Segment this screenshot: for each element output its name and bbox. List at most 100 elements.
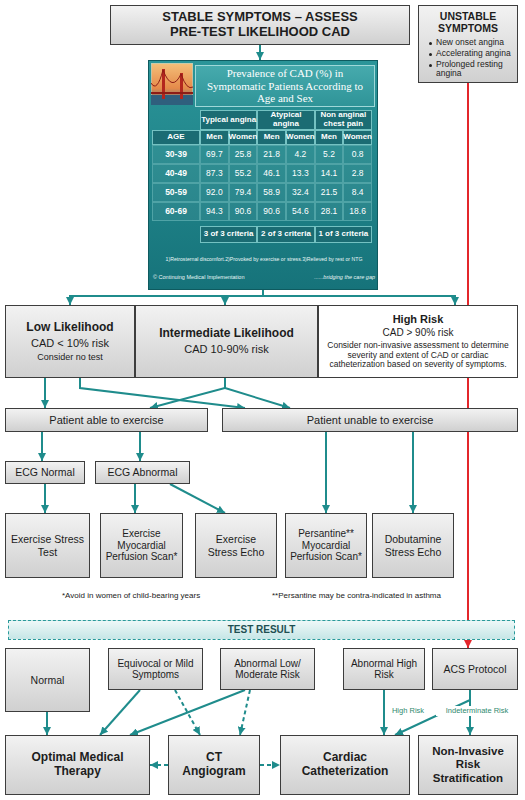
box-text: Exercise Stress Test: [10, 533, 85, 557]
header-box: STABLE SYMPTOMS – ASSESS PRE-TEST LIKELI…: [110, 5, 410, 45]
row-header: 50-59: [152, 183, 200, 202]
flow-connector: [44, 484, 46, 513]
outcome-box: Non-Invasive Risk Stratification: [418, 735, 518, 795]
box-text: Abnormal High Risk: [348, 658, 420, 681]
table-cell: 21.8: [257, 145, 286, 164]
bridge-illustration: [151, 63, 193, 105]
flow-connector: [130, 690, 245, 735]
result-box: Abnormal High Risk: [343, 648, 425, 690]
table-cell: 8.4: [343, 183, 372, 202]
box-text: STABLE SYMPTOMS – ASSESS PRE-TEST LIKELI…: [155, 10, 365, 40]
process-box: ECG Abnormal: [95, 461, 190, 484]
result-box: Abnormal Low/ Moderate Risk: [220, 648, 315, 690]
water: [151, 95, 193, 105]
section-band: TEST RESULT: [8, 620, 515, 640]
table-cell: 55.2: [229, 164, 258, 183]
table-cell: 54.6: [286, 202, 315, 221]
bullet-dot: [429, 53, 432, 56]
flow-connector: [139, 432, 141, 461]
box-text: Persantine** Myocardial Perfusion Scan*: [290, 528, 362, 563]
box-text: Non-Invasive Risk Stratification: [423, 745, 513, 785]
flow-connector: [70, 290, 263, 305]
column-header: Women: [286, 130, 315, 145]
flow-connector: [80, 378, 245, 408]
flow-connector: [412, 432, 414, 513]
flow-connector: [263, 290, 455, 305]
table-cell: 94.3: [200, 202, 229, 221]
row-header: 60-69: [152, 202, 200, 221]
row-header: 30-39: [152, 145, 200, 164]
table-cell: 87.3: [200, 164, 229, 183]
test-box: Exercise Stress Test: [5, 513, 90, 578]
column-header: Men: [200, 130, 229, 145]
flow-connector: [325, 432, 327, 513]
process-box: Patient able to exercise: [5, 408, 208, 432]
flow-connector: [150, 378, 225, 408]
box-text: Patient unable to exercise: [307, 414, 434, 427]
bullet-row: Accelerating angina: [422, 49, 514, 59]
table-cell: 4.2: [286, 145, 315, 164]
box-text: Patient able to exercise: [49, 414, 163, 427]
table-cell: 90.6: [257, 202, 286, 221]
table-cell: 28.1: [315, 202, 344, 221]
flow-connector: [225, 378, 290, 408]
box-text: ACS Protocol: [443, 663, 506, 675]
likelihood-box: Low LikelihoodCAD < 10% riskConsider no …: [5, 305, 135, 378]
box-subtext: Consider no test: [37, 352, 103, 362]
row-header: 40-49: [152, 164, 200, 183]
box-text: Low Likelihood: [26, 321, 113, 335]
box-text: Dobutamine Stress Echo: [377, 533, 449, 557]
flow-connector: [225, 290, 263, 305]
column-header: Typical angina: [200, 110, 257, 130]
box-subtext: Consider non-invasive assessment to dete…: [325, 341, 511, 370]
process-box: Patient unable to exercise: [222, 408, 518, 432]
flow-connector: [259, 45, 261, 60]
likelihood-box: High RiskCAD > 90% riskConsider non-inva…: [318, 305, 518, 378]
bullet-text: Prolonged resting angina: [436, 60, 514, 80]
box-text: Optimal Medical Therapy: [10, 751, 145, 779]
unstable-box: UNSTABLE SYMPTOMS New onset anginaAcceler…: [418, 5, 518, 83]
table-cell: 5.2: [315, 145, 344, 164]
flow-connector: [41, 432, 43, 461]
box-text: Cardiac Catheterization: [285, 751, 405, 779]
column-header: Women: [343, 130, 372, 145]
panel-title: Prevalence of CAD (%) in Symptomatic Pat…: [195, 65, 375, 107]
footnote: *Avoid in women of child-bearing years: [62, 590, 272, 602]
column-header: AGE: [152, 130, 200, 145]
outcome-box: CT Angiogram: [168, 735, 260, 795]
box-text: CT Angiogram: [173, 751, 255, 779]
bridge-deck: [151, 92, 193, 94]
table-cell: 92.0: [200, 183, 229, 202]
criteria-cell: 2 of 3 criteria: [257, 226, 314, 243]
process-box: ECG Normal: [5, 461, 85, 484]
footnote: **Persantine may be contra-indicated in …: [272, 590, 512, 602]
flow-connector: [100, 690, 140, 735]
box-text: Normal: [31, 674, 65, 686]
test-box: Persantine** Myocardial Perfusion Scan*: [285, 513, 367, 578]
column-header: Non anginal chest pain: [315, 110, 372, 130]
box-text: Exercise Myocardial Perfusion Scan*: [105, 528, 178, 563]
box-text: ECG Normal: [15, 466, 75, 478]
flow-connector: [383, 690, 385, 735]
sky: [151, 63, 193, 105]
box-heading: UNSTABLE SYMPTOMS: [422, 10, 514, 34]
flow-connector: [260, 764, 280, 766]
result-box: ACS Protocol: [432, 648, 518, 690]
column-header: Women: [229, 130, 258, 145]
table-cell: 90.6: [229, 202, 258, 221]
bullet-dot: [429, 42, 432, 45]
outcome-box: Optimal Medical Therapy: [5, 735, 150, 795]
flow-connector: [150, 764, 168, 766]
criteria-cell: 1 of 3 criteria: [315, 226, 372, 243]
bullet-row: New onset angina: [422, 38, 514, 48]
table-cell: 69.7: [200, 145, 229, 164]
table-cell: 14.1: [315, 164, 344, 183]
criteria-cell: 3 of 3 criteria: [200, 226, 257, 243]
flow-connector: [240, 690, 250, 735]
table-cell: 46.1: [257, 164, 286, 183]
box-text: ECG Abnormal: [107, 466, 177, 478]
table-cell: 13.3: [286, 164, 315, 183]
box-text: Intermediate Likelihood: [159, 327, 294, 341]
bridge-cable: [151, 70, 193, 88]
column-header: Men: [257, 130, 286, 145]
